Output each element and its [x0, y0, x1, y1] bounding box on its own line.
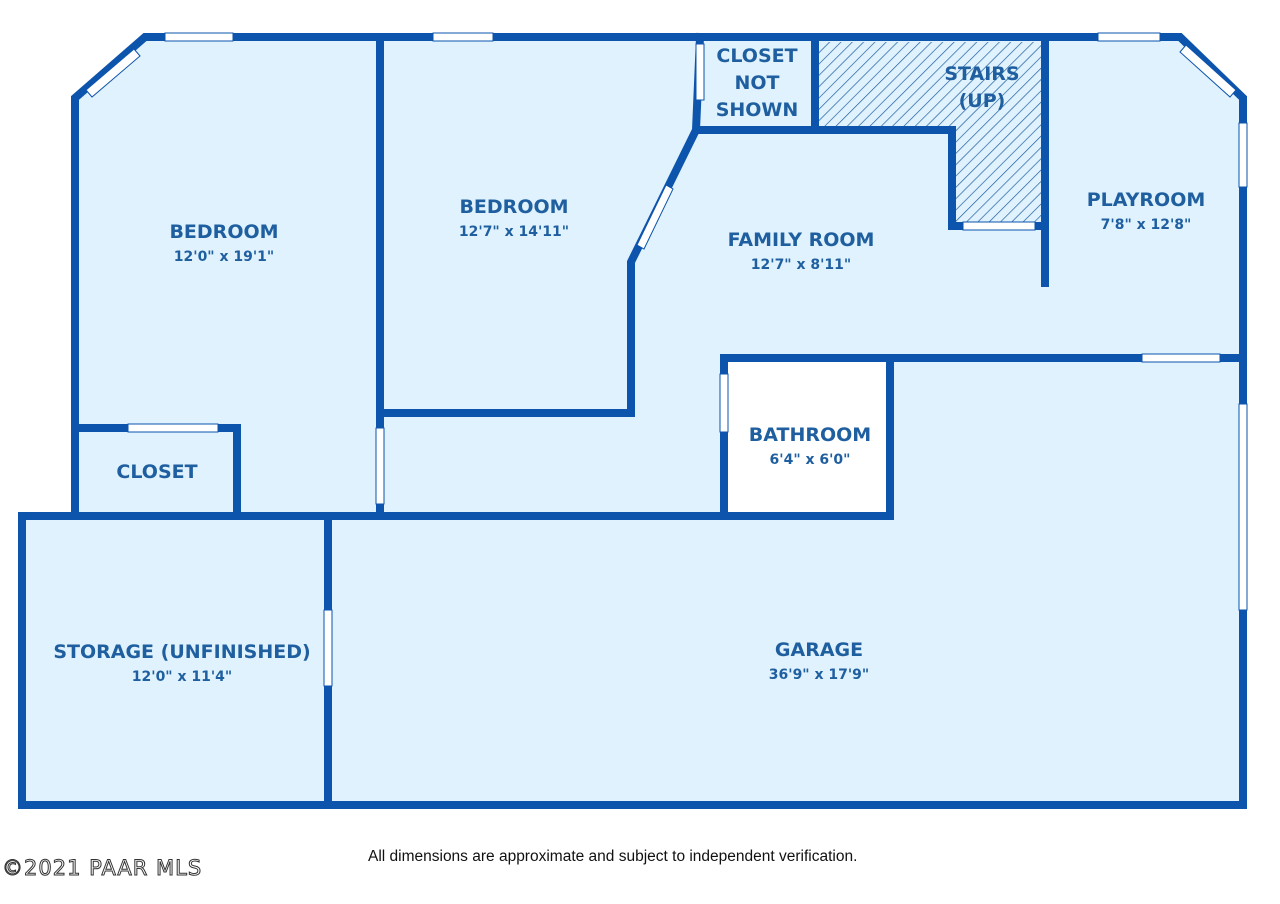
bedroom1-label: BEDROOM [169, 221, 278, 243]
floor-plan: BEDROOM 12'0" x 19'1" BEDROOM 12'7" x 14… [18, 32, 1248, 809]
storage-label: STORAGE (UNFINISHED) [53, 641, 310, 663]
garage-east-floor [890, 358, 1244, 518]
stairs-line1: STAIRS [944, 63, 1019, 85]
closet-not-shown-line3: SHOWN [716, 99, 799, 121]
garage-label: GARAGE [775, 639, 863, 661]
garage-floor [22, 516, 1244, 805]
closet-label: CLOSET [116, 461, 197, 483]
bedroom2-dims: 12'7" x 14'11" [459, 224, 569, 240]
garage-dims: 36'9" x 17'9" [769, 667, 869, 683]
disclaimer-text: All dimensions are approximate and subje… [368, 848, 858, 865]
playroom-label: PLAYROOM [1087, 189, 1206, 211]
storage-dims: 12'0" x 11'4" [132, 669, 232, 685]
playroom-dims: 7'8" x 12'8" [1101, 217, 1192, 233]
bathroom-dims: 6'4" x 6'0" [770, 452, 851, 468]
stairs-area [815, 42, 1045, 226]
bedroom2-label: BEDROOM [459, 196, 568, 218]
family-room-dims: 12'7" x 8'11" [751, 257, 851, 273]
bathroom-label: BATHROOM [749, 424, 871, 446]
copyright-watermark: ©2021 PAAR MLS [1, 856, 203, 881]
family-room-label: FAMILY ROOM [728, 229, 875, 251]
windows [85, 32, 1248, 687]
closet-not-shown-line1: CLOSET [716, 45, 797, 67]
bedroom1-dims: 12'0" x 19'1" [174, 249, 274, 265]
closet-not-shown-line2: NOT [734, 72, 779, 94]
stairs-line2: (UP) [959, 90, 1006, 112]
